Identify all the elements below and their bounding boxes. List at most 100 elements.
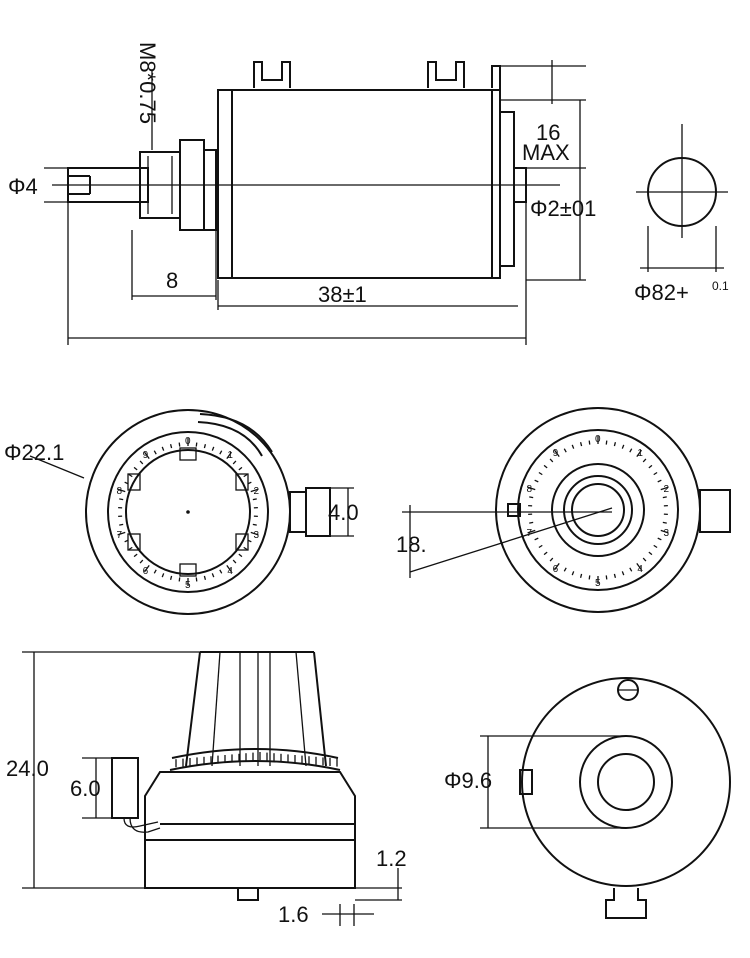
total-height-label: 24.0 [6,756,49,781]
dial-tick [203,444,207,449]
dial-tick-label: 5 [595,578,601,589]
hub-dia-label: Φ9.6 [444,768,492,793]
dial-tick-label: 8 [117,486,123,497]
terminal-max-label: MAX [522,140,570,165]
dial-tick [653,471,658,476]
dial-tick [621,571,625,576]
dial-tick [579,573,583,578]
dial-tick [143,565,150,573]
dial-tick [211,573,215,578]
dial-tick [133,553,138,558]
dial-tick [243,473,248,478]
lock-arc [199,413,273,453]
dial-tick [549,557,554,562]
dial-inner-ring [125,449,251,575]
dial-tick-label: 2 [663,484,669,495]
dial-tick [529,496,534,499]
dial-tick [660,486,669,491]
dial-tick-label: 6 [143,566,149,577]
dial-tick [143,451,150,459]
dial-tick [534,537,539,541]
dial-tick [543,551,548,556]
dial-tick [571,571,575,576]
bottom-lock [605,888,647,919]
dial-tick [169,444,173,449]
dial-tick [119,523,124,526]
dial-tick [579,442,583,447]
side-lock [111,757,139,819]
dial-tick [226,451,233,459]
dial-tick-label: 5 [185,580,191,591]
dial-tick [139,559,144,564]
dial-tick [588,440,591,445]
dial-tick [178,442,181,447]
end-dia-label: Φ82+ [634,280,689,305]
dial-tick [657,479,662,483]
dial-tick [613,573,617,578]
dial-tick [538,544,543,549]
base-step-label: 1.2 [376,846,407,871]
base-stub [237,887,259,901]
bottom-hub-outer [579,735,673,829]
dial-tick [117,488,126,493]
top-view: M8*0.75 Φ4 8 38±1 16 MAX Φ2±01 Φ82+ 0.1 [8,42,729,345]
dial-tick [527,529,536,534]
dial-tick [660,529,669,534]
dial-tick [629,448,633,453]
dial-tick [139,460,144,465]
dial-tick [648,464,653,469]
terminal-height-label: 16 [536,120,560,145]
knob-cone [185,651,327,767]
dial-tick [203,575,207,580]
dial-tick-label: 9 [143,450,149,461]
body-length-label: 38±1 [318,282,367,307]
dial-tick [252,498,257,501]
dial-tick [238,553,243,558]
dial-tick [642,458,647,463]
dial-tick [211,446,215,451]
dial-tick [153,569,157,574]
base-offset-label: 1.6 [278,902,309,927]
dial-tick [529,521,534,524]
dial-tick [250,531,259,536]
dial-tick [605,575,608,580]
lock-clamp [305,487,331,537]
dial-tick [128,546,133,551]
dial-tick [538,471,543,476]
dial-tick [605,440,608,445]
dial-tick [662,521,667,524]
terminal-2 [427,61,465,88]
dial-tick [153,450,157,455]
dial-tick [128,473,133,478]
dial-tick [657,537,662,541]
dial-tick [195,577,198,582]
dial-tick-label: 1 [227,450,233,461]
dial-tick [588,575,591,580]
lock-width-label: 4.0 [328,500,359,525]
dial-tick [662,496,667,499]
dial-tick [553,563,560,571]
bottom-hub-inner [597,753,655,811]
terminal-1 [253,61,291,88]
dial-tick-label: 8 [527,484,533,495]
dial-tick [178,577,181,582]
dial-tick [543,464,548,469]
housing [144,771,356,889]
bottom-view: Φ9.6 [444,677,731,919]
dial-tick-label: 1 [637,448,643,459]
dial-tick-label: 3 [663,528,669,539]
dial-scale-ring [107,431,269,593]
dial-tick [243,546,248,551]
dial-tick [238,466,243,471]
dial-tick [549,458,554,463]
lock-height-label: 6.0 [70,776,101,801]
bushing-length-label: 8 [166,268,178,293]
dial-tick-label: 9 [553,448,559,459]
dial-tick [613,442,617,447]
dial-tick [161,573,165,578]
dial-tick [232,559,237,564]
end-dia-tol: 0.1 [712,279,729,293]
shaft-dia-label: Φ4 [8,174,38,199]
